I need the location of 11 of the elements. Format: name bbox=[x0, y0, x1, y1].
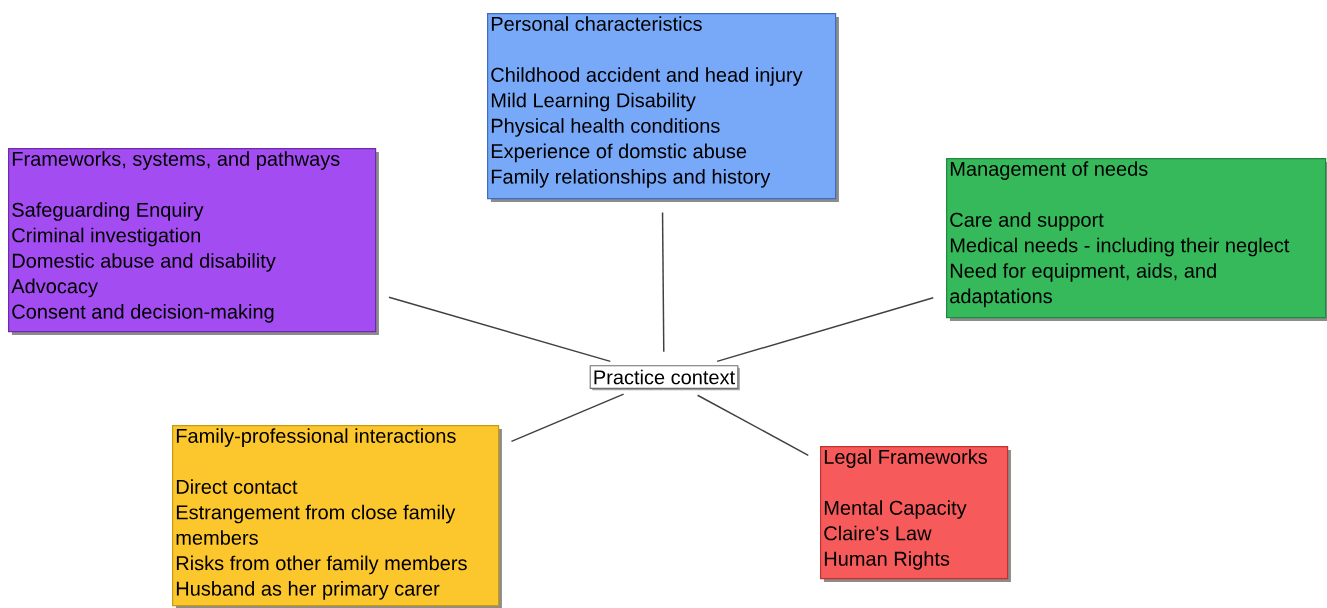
connector-line bbox=[388, 296, 612, 363]
topic-box: Personal characteristics Childhood accident and head injury Mild Learning Disability Physical health conditions Experience of domstic abuse Family relationships and history bbox=[487, 13, 839, 202]
connector-line bbox=[696, 394, 810, 457]
connector-line bbox=[510, 393, 625, 443]
topic-box: Management of needs Care and support Medical needs - including their neglect Need for equipment, aids, and adaptations bbox=[946, 158, 1327, 321]
topic-box: Legal Frameworks Mental Capacity Claire's Law Human Rights bbox=[820, 446, 1011, 582]
central-box: Practice context bbox=[589, 365, 740, 391]
connector-line bbox=[716, 297, 934, 363]
connector-line bbox=[661, 211, 665, 353]
topic-box: Family-professional interactions Direct contact Estrangement from close family members Risks from other family members Husband as her primary carer bbox=[172, 425, 502, 608]
topic-box: Frameworks, systems, and pathways Safeguarding Enquiry Criminal investigation Domestic abuse and disability Advocacy Consent and decision-making bbox=[8, 148, 379, 335]
